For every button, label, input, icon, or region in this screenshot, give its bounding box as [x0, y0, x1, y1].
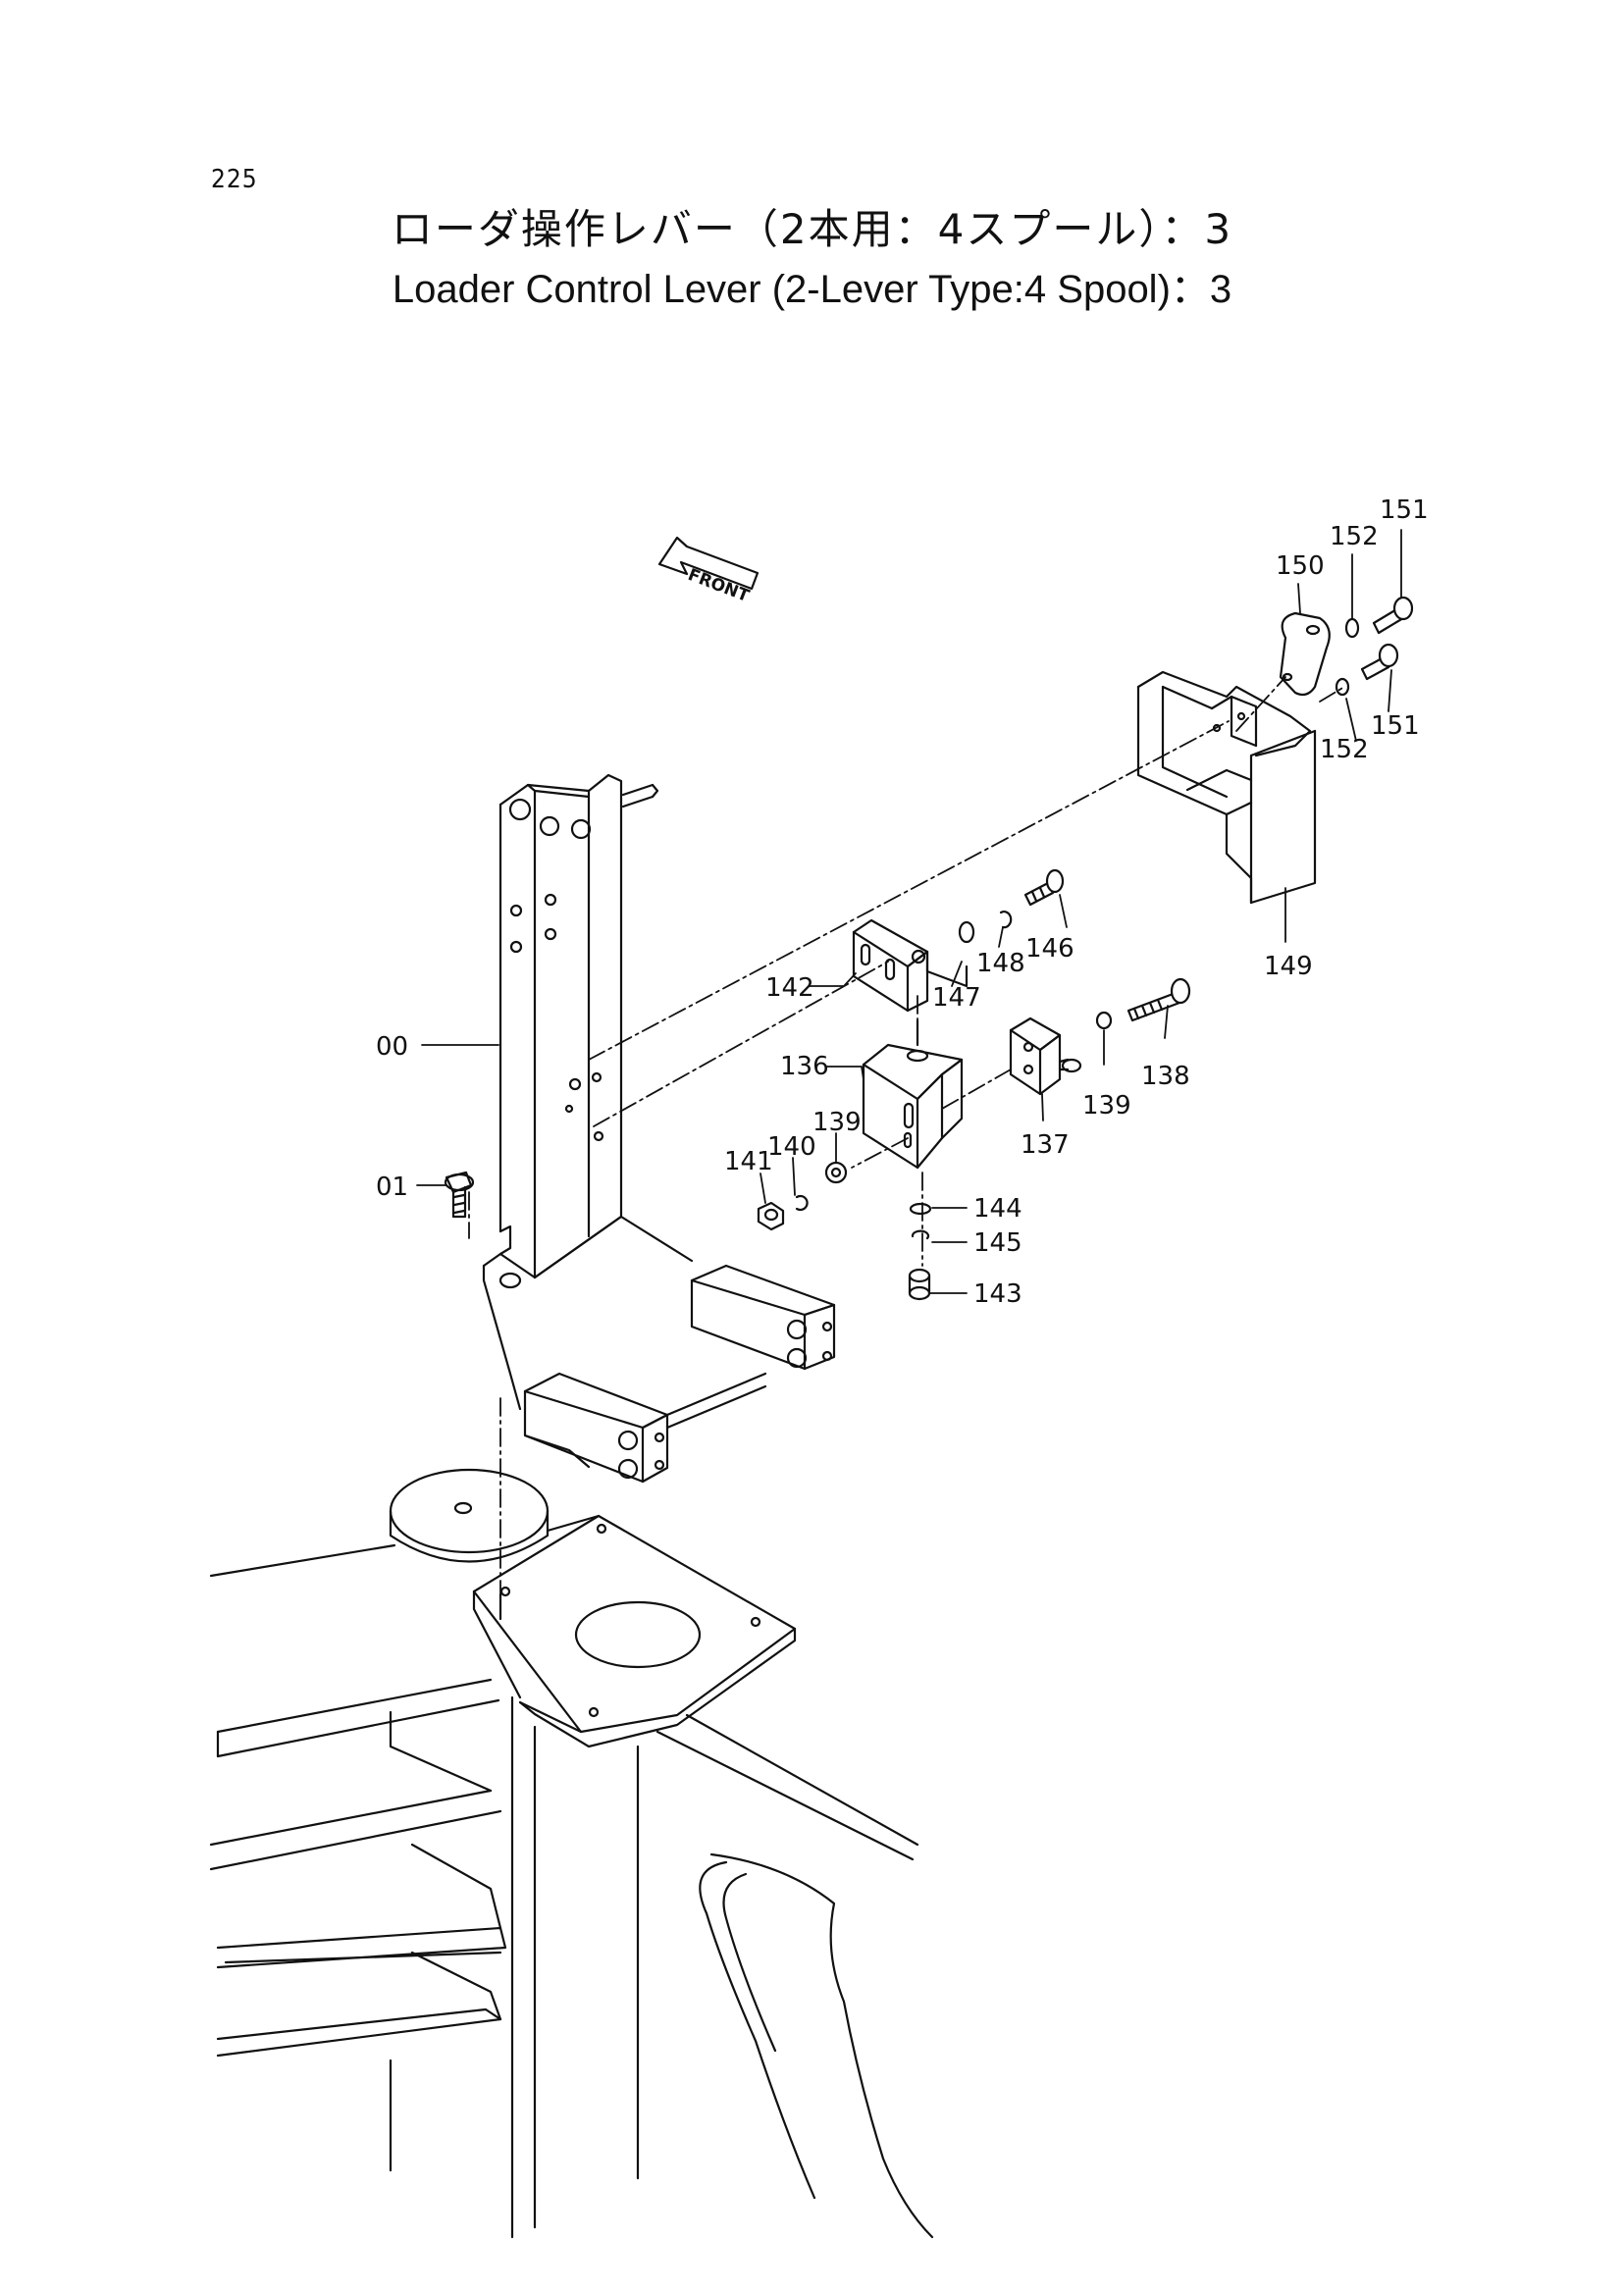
- label-part-149: 149: [1264, 952, 1313, 981]
- mounting-block-upper: [690, 1264, 836, 1371]
- lever-post: [498, 773, 659, 1279]
- label-part-137: 137: [1021, 1130, 1070, 1160]
- washer-139-right: [1095, 1011, 1113, 1030]
- bolt-151-lower: [1360, 643, 1399, 681]
- washer-152-lower: [1335, 677, 1350, 697]
- title-english: Loader Control Lever (2-Lever Type:4 Spo…: [392, 268, 1232, 311]
- label-part-151-lower: 151: [1371, 711, 1420, 741]
- bracket-136: [862, 1018, 964, 1170]
- spring-washer-145: [911, 1229, 930, 1240]
- page-number: 225: [211, 165, 258, 194]
- label-part-147: 147: [932, 983, 981, 1013]
- bracket-142: [852, 918, 969, 1013]
- bolt-151-upper: [1372, 596, 1414, 635]
- label-part-146: 146: [1025, 934, 1074, 964]
- nut-141: [757, 1201, 785, 1231]
- box-149: [1136, 670, 1317, 905]
- label-part-139-left: 139: [812, 1108, 862, 1137]
- label-part-140: 140: [767, 1132, 816, 1162]
- assembly-guide-lines: [468, 676, 1345, 1595]
- mounting-block-lower: [523, 1372, 767, 1484]
- cab-frame: [209, 1514, 934, 2239]
- label-part-144: 144: [973, 1194, 1022, 1224]
- label-part-01: 01: [376, 1173, 408, 1202]
- bolt-01: [444, 1171, 475, 1219]
- label-part-00: 00: [376, 1032, 408, 1062]
- mount-plate: [472, 1514, 797, 1748]
- lever-150: [1279, 611, 1331, 697]
- leader-lines: [416, 529, 1402, 1294]
- label-part-152-lower: 152: [1320, 735, 1369, 764]
- bolt-138: [1126, 977, 1191, 1022]
- front-arrow-icon: FRONT: [657, 536, 760, 606]
- washer-147: [958, 920, 975, 944]
- washer-139-left: [824, 1161, 848, 1184]
- bolt-146: [1023, 868, 1065, 907]
- label-part-148: 148: [976, 949, 1025, 978]
- label-part-151-upper: 151: [1380, 495, 1429, 525]
- base-plate: [482, 1215, 694, 1411]
- round-disc: [389, 1468, 550, 1563]
- label-part-152-upper: 152: [1330, 522, 1379, 551]
- part-labels: 00 01 142 136 139 140 141 147 148 146 13…: [376, 495, 1429, 1309]
- label-part-150: 150: [1276, 551, 1325, 581]
- label-part-141: 141: [724, 1147, 773, 1176]
- label-part-143: 143: [973, 1279, 1022, 1309]
- label-part-142: 142: [765, 973, 814, 1003]
- spring-washer-140: [795, 1194, 809, 1212]
- washer-152-upper: [1344, 617, 1360, 639]
- title-japanese: ローダ操作レバー（2本用：4スプール）：3: [391, 205, 1233, 253]
- label-part-138: 138: [1141, 1062, 1190, 1091]
- block-137: [1009, 1017, 1082, 1096]
- label-part-145: 145: [973, 1228, 1022, 1258]
- label-part-136: 136: [780, 1052, 829, 1081]
- spring-washer-148: [999, 911, 1013, 929]
- label-part-139-right: 139: [1082, 1091, 1131, 1121]
- bolt-143: [908, 1268, 931, 1301]
- washer-144: [909, 1202, 932, 1216]
